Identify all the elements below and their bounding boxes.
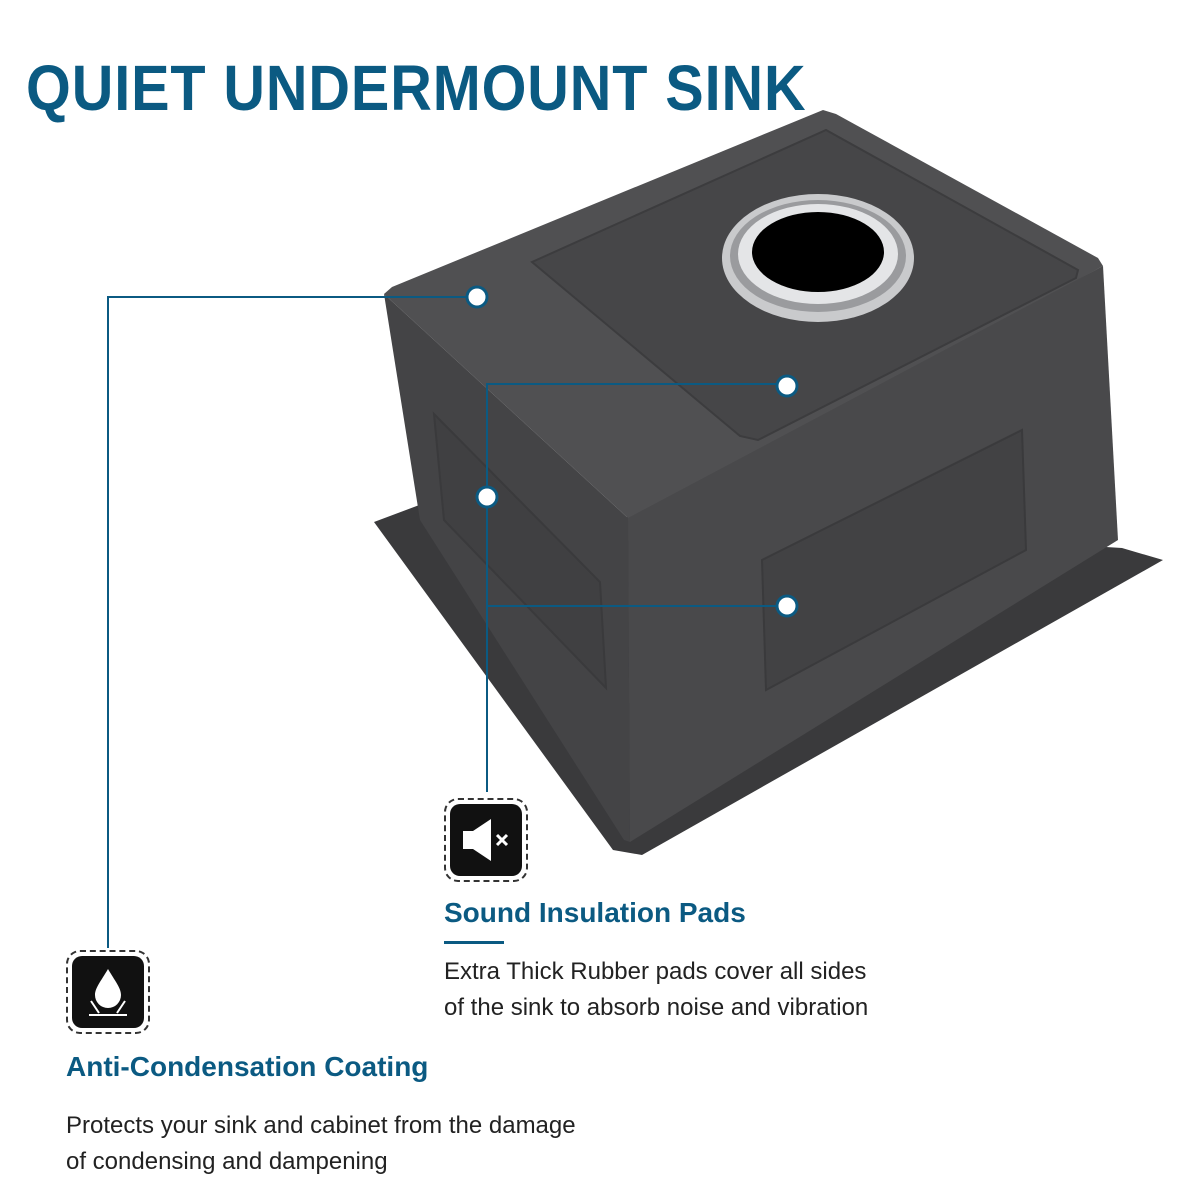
callout-dot bbox=[465, 285, 489, 309]
page-title: QUIET UNDERMOUNT SINK bbox=[26, 52, 807, 124]
water-drop-glyph bbox=[89, 969, 127, 1016]
callout-dots bbox=[465, 285, 799, 618]
callout-dot bbox=[775, 594, 799, 618]
callout-line-coating bbox=[107, 296, 477, 948]
callout-dot bbox=[775, 374, 799, 398]
sound-insulation-title: Sound Insulation Pads bbox=[444, 897, 746, 928]
sink-left-pad bbox=[432, 411, 608, 691]
water-drop-icon bbox=[66, 950, 150, 1034]
anti-condensation-description: Protects your sink and cabinet from the … bbox=[66, 1108, 576, 1180]
anti-condensation-title: Anti-Condensation Coating bbox=[66, 1051, 429, 1082]
description-line: of the sink to absorb noise and vibratio… bbox=[444, 994, 869, 1021]
drain-icon bbox=[722, 194, 914, 322]
muted-speaker-glyph bbox=[463, 819, 509, 861]
callout-line-pads bbox=[486, 383, 787, 792]
callout-dot bbox=[475, 485, 499, 509]
sink-right-pad bbox=[760, 428, 1028, 692]
muted-speaker-icon bbox=[444, 798, 528, 882]
description-line: Protects your sink and cabinet from the … bbox=[66, 1112, 576, 1139]
callout-lines bbox=[107, 296, 787, 948]
sound-insulation-description: Extra Thick Rubber pads cover all sides … bbox=[444, 954, 868, 1026]
description-line: Extra Thick Rubber pads cover all sides bbox=[444, 958, 867, 985]
title-underline bbox=[444, 941, 504, 944]
description-line: of condensing and dampening bbox=[66, 1148, 388, 1175]
